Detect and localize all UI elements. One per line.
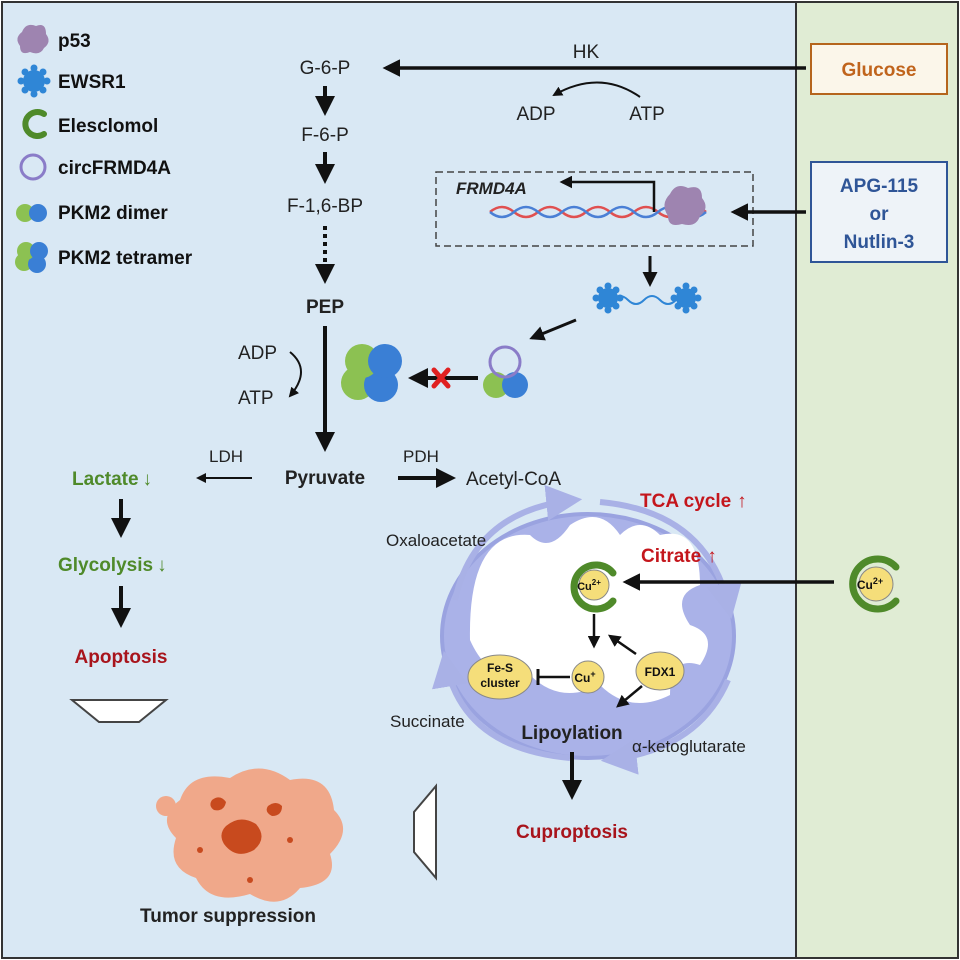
fdx1-node: FDX1 — [635, 651, 685, 691]
ewsr1-transcript-complex — [592, 282, 702, 314]
cu1-node: Cu+ — [571, 660, 605, 694]
circfrmd4a-icon — [19, 153, 47, 181]
g6p-label: G-6-P — [300, 58, 351, 79]
apg115-label: APG-115 — [840, 176, 919, 197]
hollow-arrow-down — [69, 699, 169, 723]
elesclomol-icon — [22, 109, 47, 139]
tumor-suppression-label: Tumor suppression — [140, 906, 316, 927]
acetyl-coa-label: Acetyl-CoA — [466, 469, 561, 490]
fes-cluster-node: Fe-S cluster — [467, 654, 533, 700]
legend-label-pkm2-tetramer: PKM2 tetramer — [58, 248, 193, 269]
pkm2-dimer-complex — [483, 345, 528, 398]
glucose-box — [810, 43, 948, 95]
legend-label-p53: p53 — [58, 31, 91, 52]
atp-adp-curved-arrow — [552, 81, 641, 98]
legend: p53 EWSR1 Elesclomol circFRMD4A PKM2 dim… — [15, 24, 193, 273]
pdh-label: PDH — [403, 447, 439, 466]
svg-text:Fe-S: Fe-S — [487, 661, 513, 675]
pkm2-dimer-icon — [16, 204, 47, 222]
transcription-arrow — [559, 175, 656, 212]
f6p-label: F-6-P — [301, 125, 349, 146]
glycolysis-label: Glycolysis↓ — [58, 555, 167, 576]
ewsr1-icon — [17, 64, 51, 98]
pkm2-tetramer-icon — [15, 242, 48, 273]
apg115-box — [810, 161, 948, 263]
arrow-fdx1-lipoylation — [616, 685, 643, 708]
elesclomol-cu2-external: Cu2+ — [849, 555, 900, 613]
inhibition-cu-fes — [536, 669, 570, 685]
svg-text:Cu2+: Cu2+ — [857, 576, 883, 592]
arrow-transcript-complex — [529, 318, 577, 341]
svg-text:cluster: cluster — [480, 676, 520, 690]
adp-left-label: ADP — [238, 343, 277, 364]
alpha-kg-label: α-ketoglutarate — [632, 737, 746, 756]
p53-icon — [17, 24, 49, 54]
ewsr1-right-icon — [670, 282, 702, 314]
frmd4a-gene-box — [435, 171, 754, 247]
atp-top-label: ATP — [629, 104, 665, 125]
arrow-fdx1-to-reduction — [607, 634, 637, 656]
tumor-icon — [156, 768, 344, 902]
atp-left-label: ATP — [238, 388, 274, 409]
tca-cycle-label: TCA cycle↑ — [640, 491, 747, 512]
pkm2-tetramer-complex — [341, 344, 402, 402]
apoptosis-label: Apoptosis — [75, 647, 168, 668]
or-label: or — [870, 204, 890, 225]
nutlin3-label: Nutlin-3 — [844, 232, 915, 253]
hollow-arrow-left — [413, 783, 437, 881]
frmd4a-gene-label: FRMD4A — [456, 179, 527, 198]
f16bp-label: F-1,6-BP — [287, 196, 363, 217]
extracellular-background — [795, 1, 959, 959]
circfrmd4a-bound-icon — [488, 345, 522, 379]
lactate-label: Lactate↓ — [72, 469, 152, 490]
pyruvate-label: Pyruvate — [285, 468, 365, 489]
legend-label-circfrmd4a: circFRMD4A — [58, 158, 171, 179]
glucose-label: Glucose — [842, 60, 917, 81]
ldh-label: LDH — [209, 447, 243, 466]
legend-label-elesclomol: Elesclomol — [58, 116, 158, 137]
legend-label-ewsr1: EWSR1 — [58, 72, 126, 93]
svg-text:FDX1: FDX1 — [645, 665, 676, 679]
hk-label: HK — [573, 42, 600, 63]
citrate-label: Citrate↑ — [641, 546, 717, 567]
block-x-icon — [431, 367, 451, 389]
p53-bound-icon — [664, 186, 706, 225]
oxaloacetate-label: Oxaloacetate — [386, 531, 486, 550]
svg-text:Cu2+: Cu2+ — [577, 578, 601, 593]
lipoylation-label: Lipoylation — [521, 723, 622, 744]
succinate-label: Succinate — [390, 712, 465, 731]
ewsr1-left-icon — [592, 282, 624, 314]
cuproptosis-label: Cuproptosis — [516, 822, 628, 843]
pep-label: PEP — [306, 297, 344, 318]
legend-label-pkm2-dimer: PKM2 dimer — [58, 203, 168, 224]
adp-top-label: ADP — [516, 104, 555, 125]
elesclomol-cu2-inner: Cu2+ — [570, 561, 617, 613]
adp-atp-curved-arrow — [288, 351, 302, 398]
svg-text:Cu+: Cu+ — [574, 669, 595, 685]
